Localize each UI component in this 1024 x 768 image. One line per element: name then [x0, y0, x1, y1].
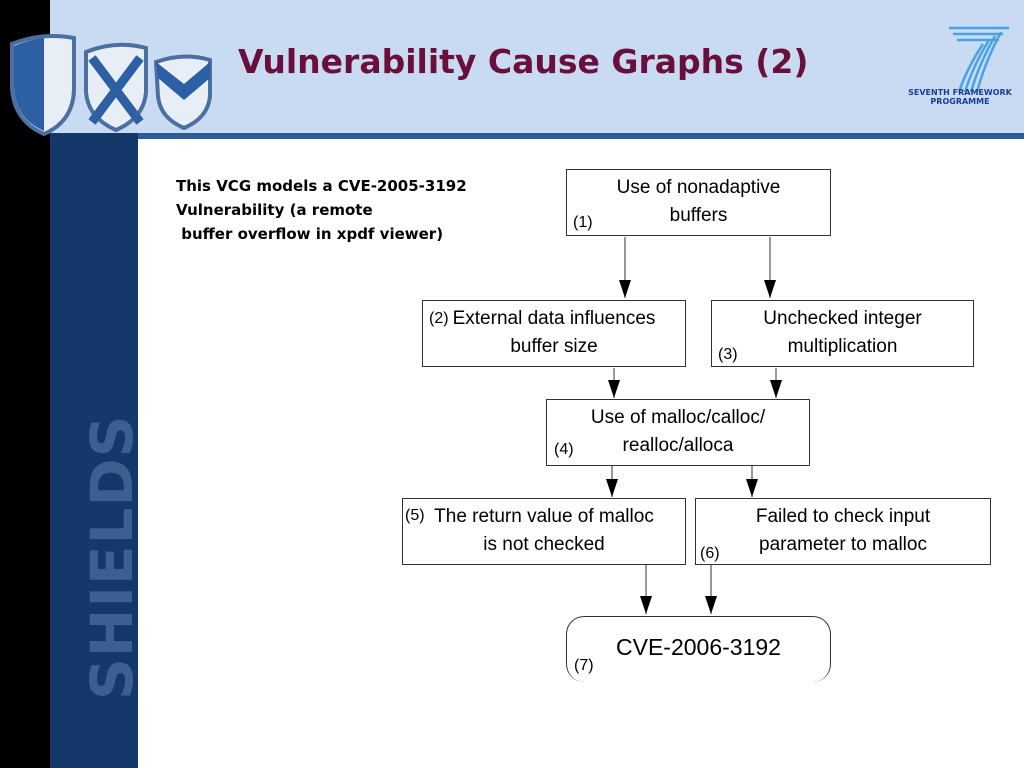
fp7-caption: SEVENTH FRAMEWORK PROGRAMME	[900, 88, 1020, 106]
slide-title: Vulnerability Cause Graphs (2)	[238, 42, 809, 81]
node-7-number: (7)	[574, 657, 594, 674]
edge-1-2-arrowhead	[619, 280, 631, 298]
node-6-number: (6)	[700, 545, 720, 562]
node-6-label: Failed to check input parameter to mallo…	[755, 506, 931, 555]
edge-4-6-arrowhead	[746, 479, 758, 497]
shields-logo-icon	[10, 34, 212, 136]
node-7-label: CVE-2006-3192	[616, 634, 781, 660]
node-2: External data influences buffer size	[422, 300, 686, 367]
node-1: Use of nonadaptive buffers	[566, 169, 831, 236]
node-2-number: (2)	[429, 310, 449, 327]
node-4-number: (4)	[554, 441, 574, 458]
node-1-label: Use of nonadaptive buffers	[616, 177, 781, 226]
node-4: Use of malloc/calloc/ realloc/alloca	[546, 399, 810, 466]
header-band	[50, 0, 1024, 133]
intro-line-1: This VCG models a CVE-2005-3192	[176, 177, 467, 195]
node-3: Unchecked integer multiplication	[711, 300, 974, 367]
node-3-label: Unchecked integer multiplication	[763, 308, 922, 357]
intro-line-3: buffer overflow in xpdf viewer)	[176, 225, 444, 243]
edge-6-7-arrowhead	[705, 596, 717, 614]
header-divider	[138, 133, 1024, 139]
node-4-label: Use of malloc/calloc/ realloc/alloca	[590, 407, 766, 456]
node-5-number: (5)	[405, 507, 425, 524]
intro-line-2: Vulnerability (a remote	[176, 201, 373, 219]
fp7-line1: SEVENTH FRAMEWORK	[908, 88, 1012, 97]
node-5-label: The return value of malloc is not checke…	[434, 506, 654, 555]
edge-1-3-arrowhead	[764, 280, 776, 298]
node-5: The return value of malloc is not checke…	[402, 498, 686, 565]
edge-5-7-arrowhead	[640, 596, 652, 614]
node-7: CVE-2006-3192	[566, 616, 831, 682]
node-6: Failed to check input parameter to mallo…	[695, 498, 991, 565]
fp7-line2: PROGRAMME	[930, 97, 990, 106]
node-2-label: External data influences buffer size	[452, 308, 656, 357]
edge-4-5-arrowhead	[606, 479, 618, 497]
node-1-number: (1)	[573, 214, 593, 231]
fp7-logo-icon	[949, 26, 1009, 93]
node-3-number: (3)	[718, 346, 738, 363]
edge-2-4-arrowhead	[608, 380, 620, 398]
edge-3-4-arrowhead	[770, 380, 782, 398]
